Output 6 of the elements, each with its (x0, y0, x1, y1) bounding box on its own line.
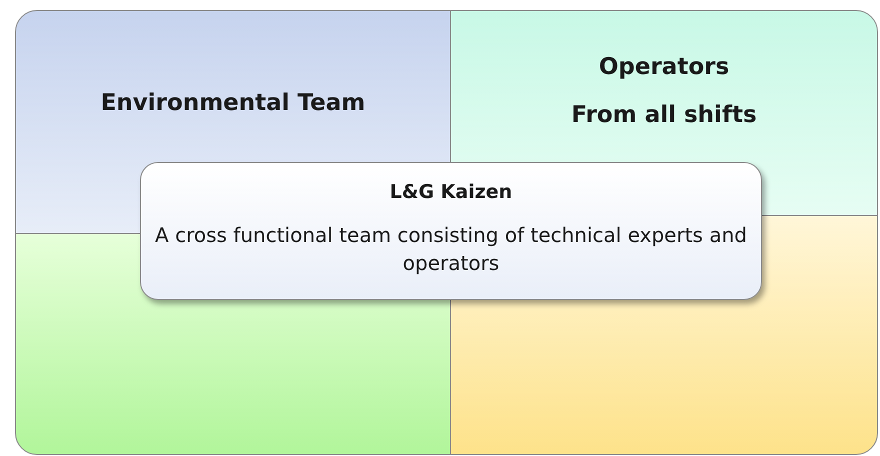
overlay-dialog (140, 162, 762, 300)
card-description: A cross functional team consisting of technical experts and operators (155, 222, 747, 277)
team-subheading: From all shifts (570, 101, 758, 130)
card-heading: L&G Kaizen (388, 181, 514, 203)
team-heading: Environmental Team (100, 89, 366, 118)
team-heading: Operators (598, 53, 730, 82)
